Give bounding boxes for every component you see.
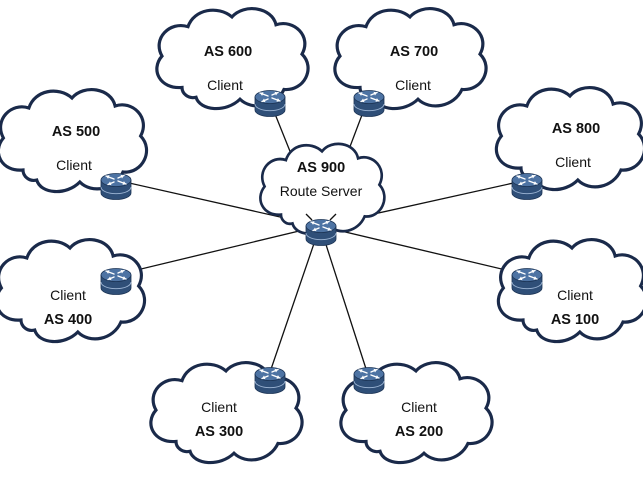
cloud-as700: AS 700 Client — [333, 7, 488, 111]
link-as100 — [319, 225, 528, 276]
router-icon — [254, 367, 286, 394]
as500-label: AS 500 — [52, 124, 100, 140]
as600-role: Client — [207, 77, 243, 93]
center-cloud-as900: AS 900 Route Server — [258, 142, 386, 236]
as300-role: Client — [201, 399, 237, 415]
cloud-as500: AS 500 Client — [0, 87, 149, 194]
as800-role: Client — [555, 154, 591, 170]
router-icon — [305, 219, 337, 246]
as500-role: Client — [56, 157, 92, 173]
cloud-as800: AS 800 Client — [494, 85, 643, 192]
as200-label: AS 200 — [395, 424, 443, 440]
route-server-link-stub-left — [305, 213, 313, 221]
cloud-as100: Client AS 100 — [496, 237, 643, 344]
link-as400 — [115, 225, 321, 276]
router-icon — [353, 90, 385, 117]
center-role-label: Route Server — [280, 183, 363, 199]
route-server-link-stub-right — [329, 213, 337, 221]
router-icon — [100, 268, 132, 295]
as400-label: AS 400 — [44, 312, 92, 328]
link-as300 — [268, 225, 321, 376]
as400-role: Client — [50, 287, 86, 303]
router-icon — [511, 173, 543, 200]
as700-role: Client — [395, 77, 431, 93]
as800-label: AS 800 — [552, 121, 600, 137]
cloud-as600: AS 600 Client — [155, 7, 310, 111]
router-icon — [353, 367, 385, 394]
as100-label: AS 100 — [551, 312, 599, 328]
router-icon — [100, 173, 132, 200]
cloud-as300: Client AS 300 — [149, 361, 304, 465]
as700-label: AS 700 — [390, 44, 438, 60]
router-icon — [254, 90, 286, 117]
router-icon — [511, 268, 543, 295]
cloud-as400: Client AS 400 — [0, 237, 147, 344]
center-as-label: AS 900 — [297, 160, 345, 176]
as300-label: AS 300 — [195, 424, 243, 440]
link-as200 — [319, 225, 369, 376]
as200-role: Client — [401, 399, 437, 415]
as100-role: Client — [557, 287, 593, 303]
as600-label: AS 600 — [204, 44, 252, 60]
cloud-as200: Client AS 200 — [339, 361, 494, 465]
